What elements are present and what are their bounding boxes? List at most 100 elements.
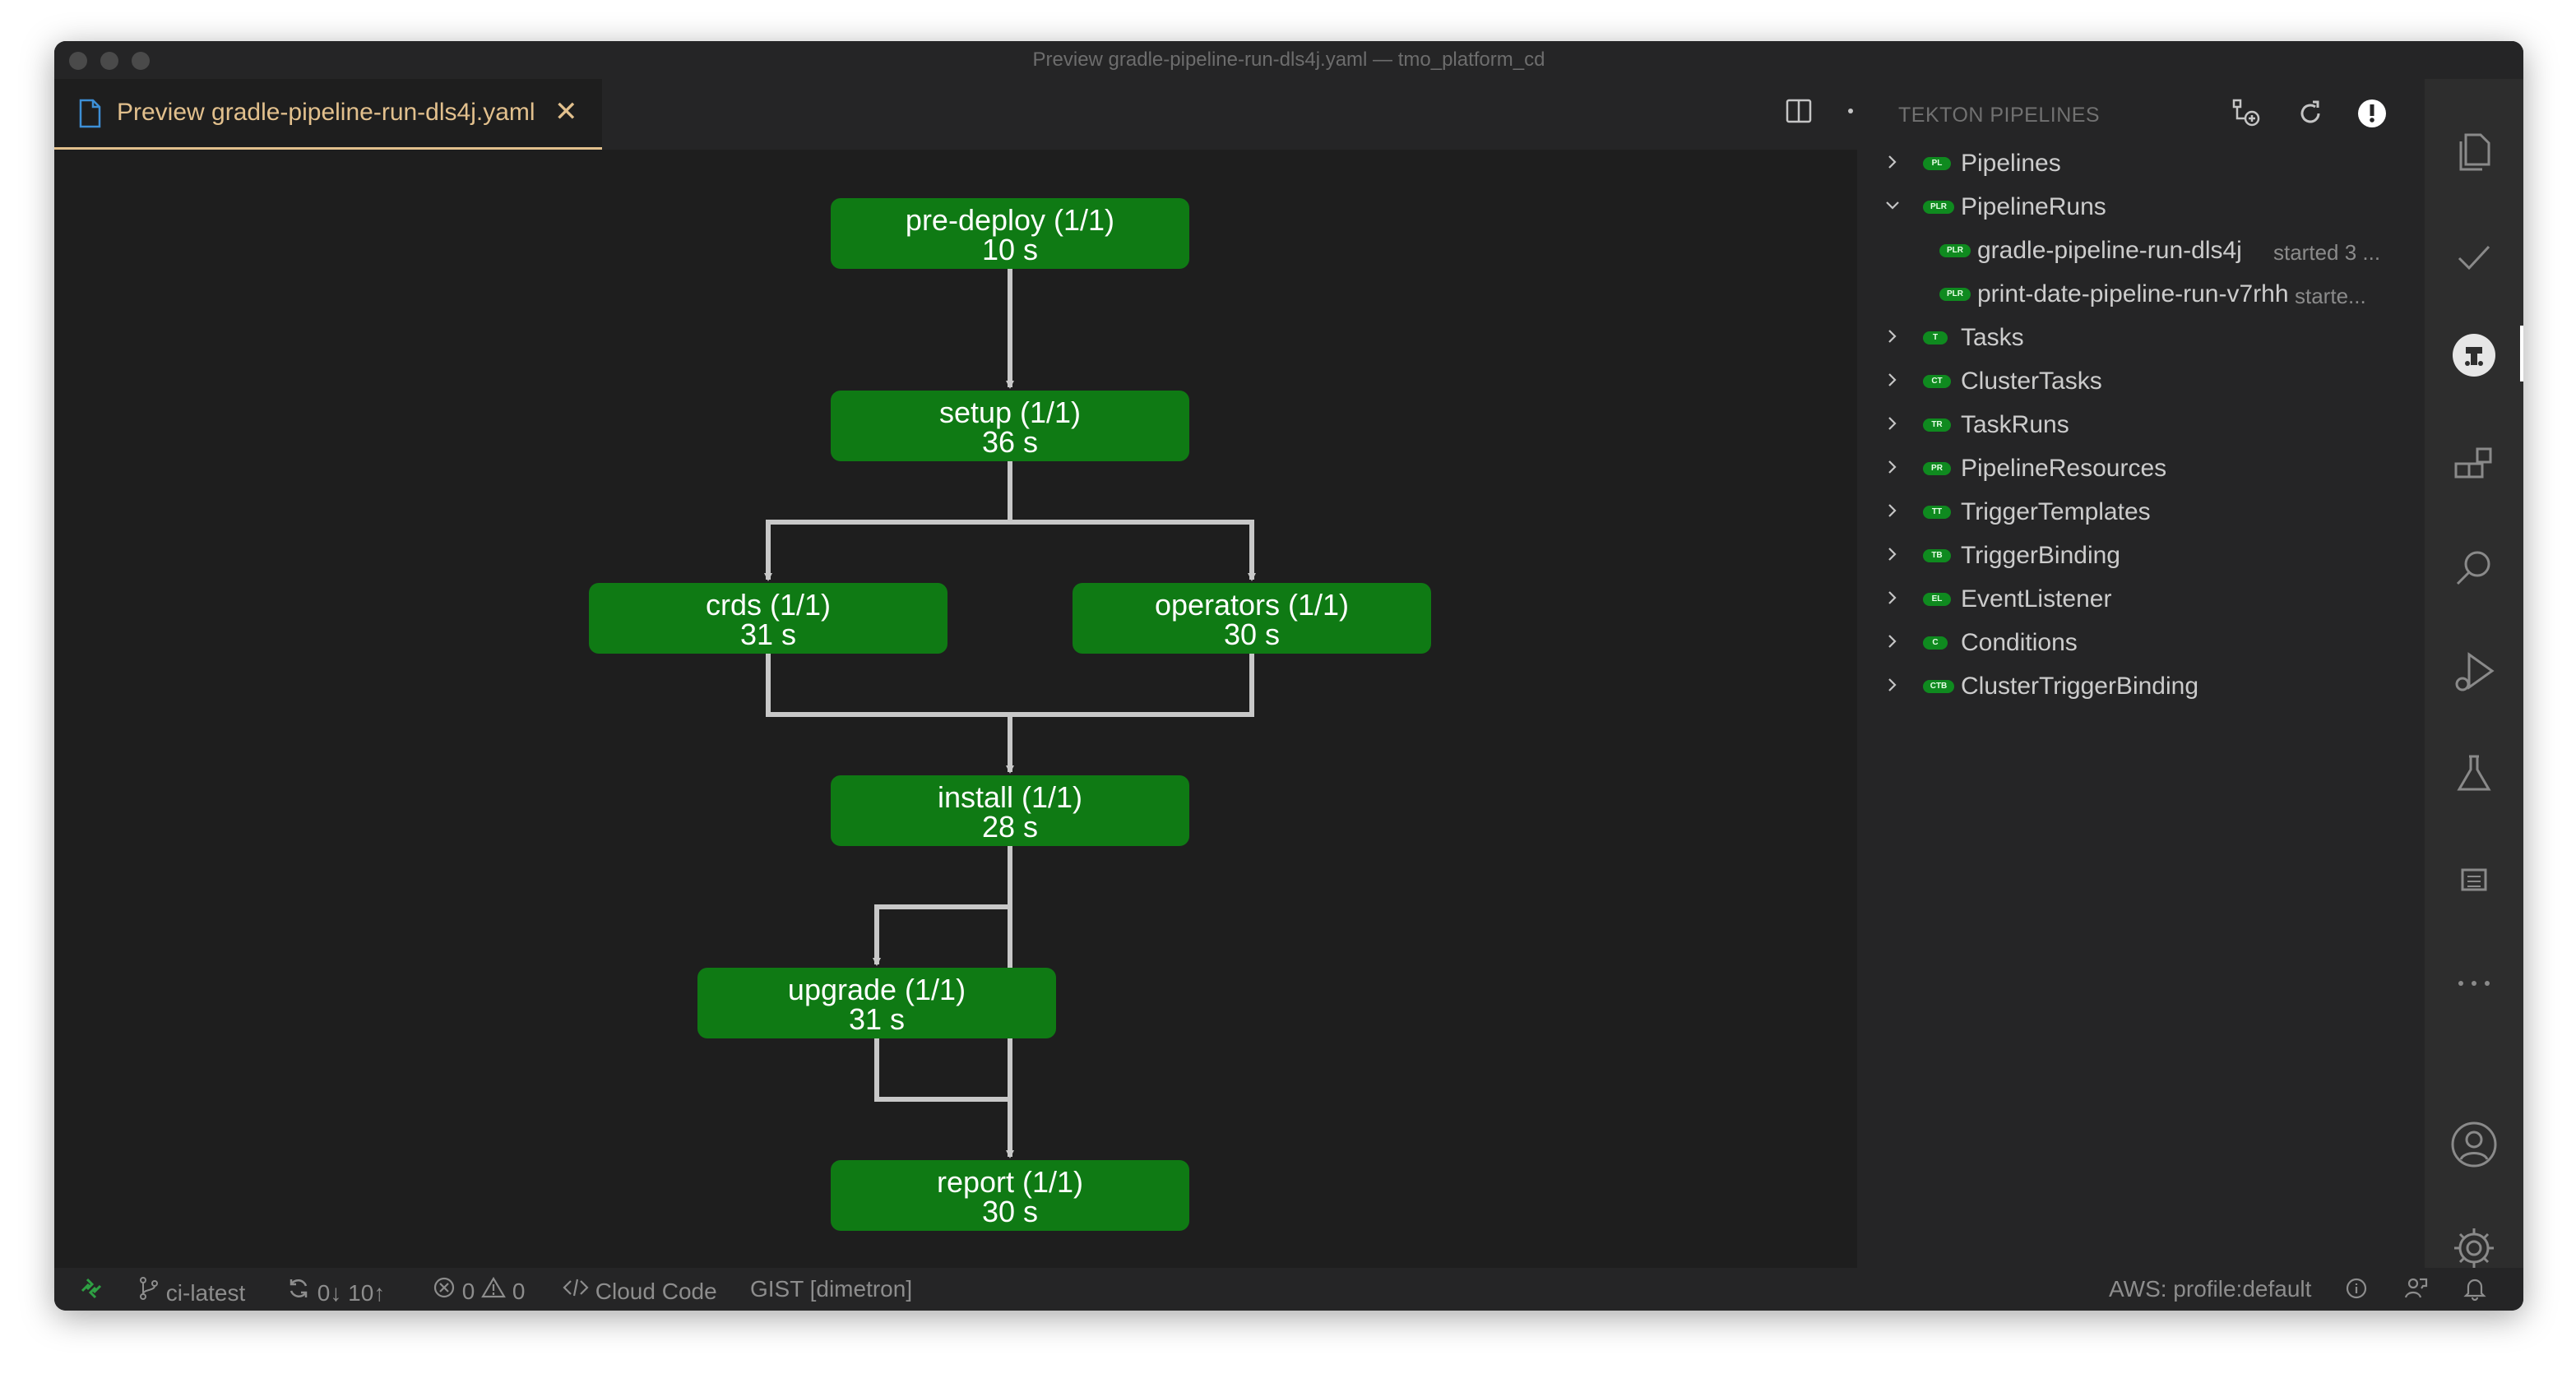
tree-item-label: Conditions: [1961, 629, 2078, 656]
tekton-icon[interactable]: [2449, 331, 2499, 384]
pipeline-task-node[interactable]: pre-deploy (1/1)10 s: [831, 198, 1189, 269]
sync-status: 0↓ 10↑: [317, 1280, 386, 1306]
warning-count: 0: [512, 1279, 526, 1304]
task-duration: 10 s: [982, 233, 1038, 266]
explorer-icon[interactable]: [2449, 130, 2499, 180]
pipeline-diagram: pre-deploy (1/1)10 s setup (1/1)36 s crds …: [589, 198, 1431, 1231]
pipeline-task-node[interactable]: upgrade (1/1)31 s: [697, 968, 1056, 1038]
edge-install-upgrade: [873, 904, 1010, 966]
chevron-right-icon[interactable]: [1880, 150, 1905, 178]
tree-item[interactable]: TT TriggerTemplates: [1857, 492, 2425, 533]
maximize-window-button[interactable]: [132, 52, 150, 70]
alert-icon[interactable]: [2356, 97, 2388, 134]
chevron-right-icon[interactable]: [1880, 542, 1905, 571]
testing-icon[interactable]: [2449, 750, 2499, 803]
tree-item-label: TriggerTemplates: [1961, 498, 2151, 525]
task-duration: 28 s: [982, 810, 1038, 844]
resource-type-badge: TB: [1923, 549, 1951, 562]
tree-item[interactable]: PLR PipelineRuns: [1857, 187, 2425, 228]
task-node-box: [697, 968, 1056, 1038]
close-window-button[interactable]: [69, 52, 87, 70]
chevron-right-icon[interactable]: [1880, 585, 1905, 614]
task-node-box: [831, 775, 1189, 846]
resource-type-badge: PLR: [1939, 244, 1971, 257]
tab-preview-gradle-pipeline-run[interactable]: Preview gradle-pipeline-run-dls4j.yaml ✕: [54, 79, 602, 150]
status-bar: ci-latest 0↓ 10↑ 0 0 Cloud Code GIST [di…: [54, 1268, 2523, 1311]
account-icon[interactable]: [2449, 1120, 2499, 1173]
settings-gear-icon[interactable]: [2449, 1223, 2499, 1277]
gist-label[interactable]: GIST [dimetron]: [750, 1276, 913, 1302]
task-name: pre-deploy (1/1): [906, 203, 1114, 237]
info-icon[interactable]: [2344, 1276, 2369, 1306]
refresh-icon[interactable]: [2295, 97, 2326, 134]
cloud-code-indicator[interactable]: Cloud Code: [563, 1276, 717, 1305]
edge-setup-operators: [1010, 520, 1256, 581]
pipeline-task-node[interactable]: install (1/1)28 s: [831, 775, 1189, 846]
resource-type-badge: TR: [1923, 418, 1951, 432]
resource-type-badge: EL: [1923, 593, 1951, 606]
problems-indicator[interactable]: 0 0: [433, 1276, 526, 1305]
pipeline-preview-canvas: pre-deploy (1/1)10 s setup (1/1)36 s crds …: [54, 150, 1857, 1268]
pipeline-task-node[interactable]: setup (1/1)36 s: [831, 391, 1189, 461]
run-debug-icon[interactable]: [2449, 648, 2499, 701]
cloud-code-label: Cloud Code: [595, 1279, 717, 1304]
sidebar-title: TEKTON PIPELINES: [1898, 104, 2101, 127]
task-node-box: [831, 198, 1189, 269]
chevron-right-icon[interactable]: [1880, 629, 1905, 658]
task-node-box: [831, 391, 1189, 461]
chevron-right-icon[interactable]: [1880, 368, 1905, 396]
task-name: crds (1/1): [706, 588, 831, 622]
chevron-down-icon[interactable]: [1880, 193, 1905, 222]
sync-indicator[interactable]: 0↓ 10↑: [286, 1276, 385, 1306]
chevron-right-icon[interactable]: [1880, 455, 1905, 483]
aws-profile-label[interactable]: AWS: profile:default: [2109, 1276, 2312, 1302]
chevron-right-icon[interactable]: [1880, 498, 1905, 527]
tree-item-label: ClusterTriggerBinding: [1961, 673, 2199, 700]
warning-icon: [481, 1276, 507, 1298]
remote-icon[interactable]: [79, 1276, 104, 1306]
notifications-bell-icon[interactable]: [2462, 1276, 2487, 1306]
split-editor-icon[interactable]: [1785, 97, 1813, 129]
search-icon[interactable]: [2449, 544, 2499, 598]
tree-item-label: PipelineRuns: [1961, 193, 2106, 220]
resource-type-badge: PLR: [1923, 201, 1954, 214]
extensions-icon[interactable]: [2449, 441, 2499, 494]
task-node-box: [1073, 583, 1431, 654]
add-trigger-icon[interactable]: [2231, 97, 2263, 134]
pipeline-task-node[interactable]: operators (1/1)30 s: [1073, 583, 1431, 654]
chevron-right-icon[interactable]: [1880, 411, 1905, 440]
task-duration: 36 s: [982, 425, 1038, 459]
resource-type-badge: PLR: [1939, 288, 1971, 301]
more-icon[interactable]: [2449, 959, 2499, 1012]
tab-close-icon[interactable]: ✕: [554, 96, 578, 127]
file-icon: [77, 99, 102, 132]
chevron-right-icon[interactable]: [1880, 324, 1905, 353]
pipeline-task-node[interactable]: crds (1/1)31 s: [589, 583, 947, 654]
tree-item-label: EventListener: [1961, 585, 2112, 613]
list-icon[interactable]: [2449, 855, 2499, 909]
pipeline-task-node[interactable]: report (1/1)30 s: [831, 1160, 1189, 1231]
code-icon: [563, 1279, 589, 1297]
chevron-right-icon[interactable]: [1880, 673, 1905, 701]
branch-indicator[interactable]: ci-latest: [138, 1276, 245, 1306]
tree-item[interactable]: EL EventListener: [1857, 579, 2425, 620]
feedback-icon[interactable]: [2403, 1276, 2428, 1306]
tree-item-label: gradle-pipeline-run-dls4j: [1977, 237, 2242, 264]
resource-type-badge: TT: [1923, 506, 1951, 519]
resource-type-badge: C: [1923, 636, 1948, 650]
sync-icon: [290, 1279, 308, 1298]
tree-item-label: Pipelines: [1961, 150, 2061, 177]
check-icon[interactable]: [2449, 235, 2499, 285]
minimize-window-button[interactable]: [100, 52, 118, 70]
error-icon: [433, 1277, 455, 1298]
tree-item[interactable]: C Conditions: [1857, 622, 2425, 664]
